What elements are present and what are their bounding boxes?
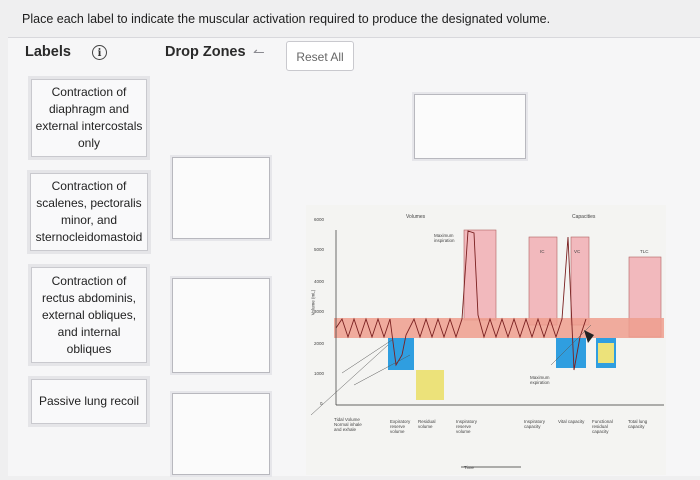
bottom-label-tlc: Total lung capacity [628, 419, 648, 429]
drop-zone-1[interactable] [414, 94, 526, 159]
max-expiration-label: Maximum expiration [530, 375, 550, 385]
y-tick-5000: 5000 [314, 247, 325, 252]
y-tick-6000: 6000 [314, 217, 325, 222]
spirogram-trace [335, 230, 587, 371]
y-tick-3000: 3000 [314, 309, 325, 314]
info-icon[interactable]: i [92, 45, 107, 60]
label-card-text: Contraction of scalenes, pectoralis mino… [35, 179, 143, 244]
irv-bar [463, 229, 497, 321]
time-label: Time [464, 465, 474, 470]
volume-label-vc: VC [574, 249, 581, 254]
y-tick-2000: 2000 [314, 341, 325, 346]
max-inspiration-label: Maximum inspiration [434, 233, 455, 243]
reset-all-button[interactable]: Reset All [286, 41, 354, 71]
rv-yellow-small [598, 343, 614, 363]
drop-zone-2[interactable] [172, 157, 270, 239]
lung-volumes-figure: Volumes Capacities Maximum inspiration M… [306, 205, 666, 475]
bottom-label-irv: Inspiratory reserve volume [456, 419, 478, 434]
label-card-diaphragm[interactable]: Contraction of diaphragm and external in… [31, 79, 147, 157]
header-capacities: Capacities [572, 214, 596, 220]
labels-title: Labels [25, 44, 71, 60]
bottom-label-erv: Expiratory reserve volume [390, 419, 411, 434]
label-card-text: Contraction of diaphragm and external in… [35, 85, 143, 150]
label-card-text: Contraction of rectus abdominis, externa… [41, 273, 137, 356]
instruction-text: Place each label to indicate the muscula… [22, 12, 551, 26]
y-tick-1000: 1000 [314, 371, 325, 376]
spirogram-svg [310, 229, 664, 468]
bottom-label-frc: Functional residual capacity [592, 419, 613, 434]
volume-label-ic: IC [540, 249, 545, 254]
pointer-line-2 [353, 354, 411, 386]
drop-zones-title: Drop Zones [165, 44, 246, 60]
bottom-label-tidal: Tidal Volume Normal inhale and exhale [334, 417, 362, 432]
y-tick-0: 0 [320, 401, 323, 406]
drop-zone-3[interactable] [172, 278, 270, 373]
undo-arrow-icon[interactable]: ↼ [253, 44, 265, 60]
bottom-label-vc: Vital capacity [558, 419, 585, 424]
drop-zone-4[interactable] [172, 393, 270, 475]
volume-label-tlc: TLC [640, 249, 649, 254]
header-volumes: Volumes [406, 214, 426, 220]
bottom-label-ic: Inspiratory capacity [524, 419, 546, 429]
label-card-scalenes[interactable]: Contraction of scalenes, pectoralis mino… [30, 173, 148, 251]
bottom-label-rv: Residual volume [418, 419, 436, 429]
label-card-text: Passive lung recoil [38, 394, 140, 408]
pointer-line-3 [310, 344, 389, 416]
erv-bar [388, 338, 414, 370]
frc-bar [556, 338, 586, 368]
label-card-passive-recoil[interactable]: Passive lung recoil [31, 379, 147, 424]
pointer-line-1 [341, 339, 393, 374]
label-card-abdominals[interactable]: Contraction of rectus abdominis, externa… [31, 267, 147, 363]
y-axis-label: Volume (mL) [310, 289, 316, 316]
pointer-line-4 [550, 324, 592, 366]
rv-bar [416, 370, 444, 400]
mouse-cursor-icon [584, 330, 594, 343]
y-tick-4000: 4000 [314, 279, 325, 284]
ic-bar [528, 236, 558, 326]
